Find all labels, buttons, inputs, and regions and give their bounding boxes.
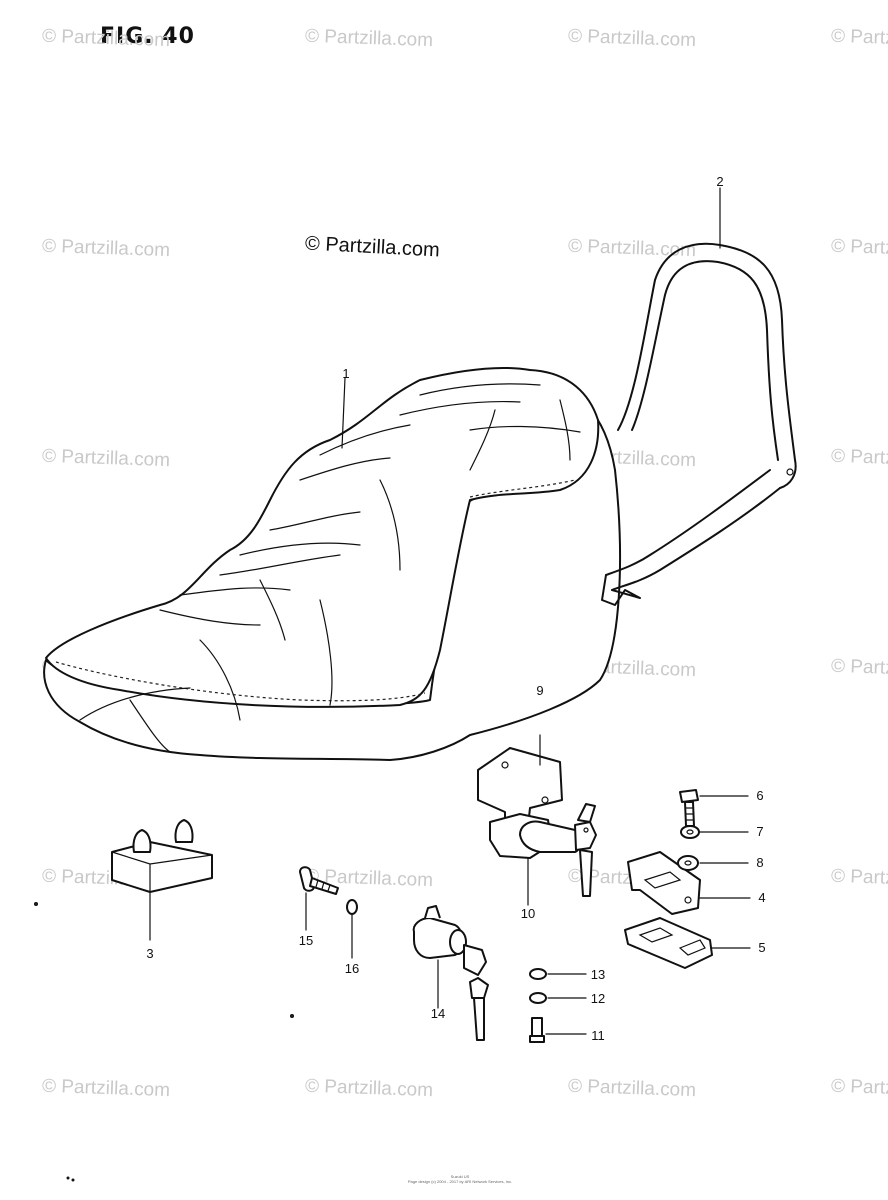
callout-12: 12 (590, 991, 606, 1006)
cushion-block-part[interactable] (111, 819, 213, 941)
callout-9: 9 (536, 683, 544, 698)
callout-1: 1 (342, 366, 350, 381)
bracket-plate-part-5[interactable] (624, 917, 751, 969)
callout-15: 15 (298, 933, 314, 948)
figure-title: FIG. 40 (100, 24, 195, 49)
stray-dot (71, 1178, 75, 1182)
lock-cylinder-part[interactable] (412, 905, 489, 1041)
bolt-part-11[interactable] (529, 1017, 587, 1043)
footer-line-1: Suzuki US (450, 1174, 470, 1179)
washer-part-12[interactable] (529, 992, 587, 1004)
stray-dot (66, 1176, 70, 1180)
washer-part-8[interactable] (677, 855, 749, 871)
stray-dot (34, 902, 38, 906)
bolt-part-6[interactable] (679, 789, 749, 827)
nut-part-7[interactable] (680, 825, 749, 839)
callout-2: 2 (716, 174, 724, 189)
page-footer: Suzuki US Page design (c) 2004 - 2017 by… (380, 1174, 540, 1184)
callout-14: 14 (430, 1006, 446, 1021)
seat-part[interactable] (43, 367, 621, 761)
callout-8: 8 (756, 855, 764, 870)
seat-lock-assembly[interactable] (477, 734, 597, 906)
stray-dot (290, 1014, 294, 1018)
callout-7: 7 (756, 824, 764, 839)
callout-10: 10 (520, 906, 536, 921)
callout-11: 11 (591, 1028, 605, 1043)
leader-line-1 (341, 377, 346, 449)
grab-rail-part[interactable] (601, 242, 797, 606)
callout-13: 13 (590, 967, 606, 982)
callout-6: 6 (756, 788, 764, 803)
spring-washer-part-16[interactable] (346, 899, 358, 959)
footer-line-2: Page design (c) 2004 - 2017 by ARI Netwo… (407, 1179, 513, 1184)
washer-part-13[interactable] (529, 968, 587, 980)
screw-part-15[interactable] (299, 866, 339, 931)
callout-4: 4 (758, 890, 766, 905)
callout-5: 5 (758, 940, 766, 955)
callout-16: 16 (344, 961, 360, 976)
callout-3: 3 (146, 946, 154, 961)
